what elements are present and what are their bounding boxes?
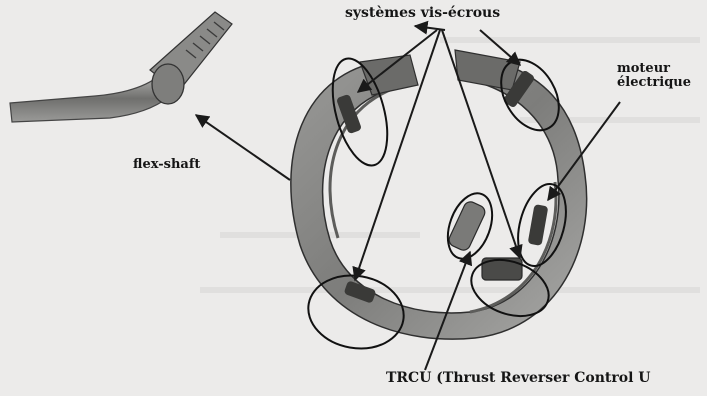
flex-shaft-part	[10, 12, 232, 122]
moteur-label-line1: moteur	[617, 62, 691, 76]
reverser-ring	[291, 50, 587, 339]
vis-ecrous-label: systèmes vis-écrous	[345, 6, 500, 21]
trcu-label: TRCU (Thrust Reverser Control U	[386, 371, 651, 386]
moteur-electrique-label: moteur électrique	[617, 62, 691, 89]
flex-shaft-label: flex-shaft	[133, 158, 200, 172]
moteur-label-line2: électrique	[617, 76, 691, 90]
